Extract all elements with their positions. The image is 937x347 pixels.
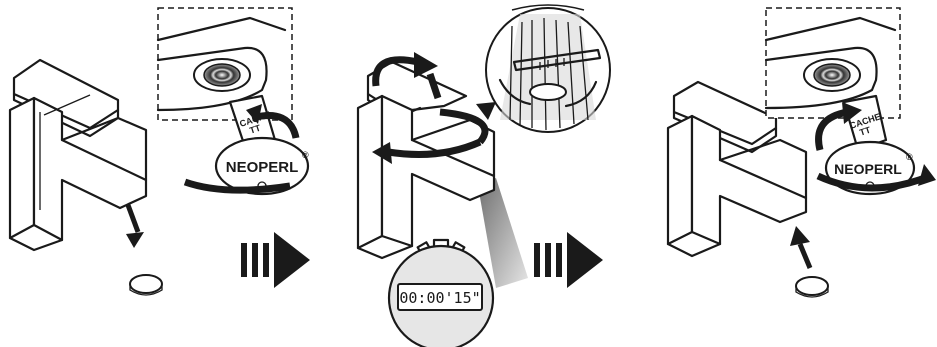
step-2-flush-and-clean: 00:00'15" xyxy=(356,4,611,347)
tt-label-3: TT xyxy=(858,125,872,138)
neoperl-text-1: NEOPERL xyxy=(226,159,299,176)
rotate-arrow-icon xyxy=(183,104,300,194)
neoperl-key-1: NEOPERL ® CACHE TT xyxy=(214,94,310,196)
progress-arrow-icon xyxy=(534,232,603,288)
rotate-arrow-icon xyxy=(372,52,496,164)
aerator-part-3 xyxy=(795,276,829,298)
toothbrush xyxy=(512,48,602,72)
rotate-arrow-icon xyxy=(815,102,936,192)
arrow-down-icon xyxy=(125,204,144,248)
step-3-reinstall-aerator: NEOPERL ® CACHE TT xyxy=(666,7,936,298)
water-spray xyxy=(478,178,528,288)
cleaning-inset xyxy=(485,4,611,133)
zoom-inset-3 xyxy=(764,7,901,119)
aerator-part-1 xyxy=(129,274,163,296)
timer-display: 00:00'15" xyxy=(399,289,480,307)
neoperl-text-3: NEOPERL xyxy=(834,161,902,177)
step-1-remove-aerator: NEOPERL ® CACHE TT xyxy=(8,7,310,296)
zoom-inset-1 xyxy=(156,7,293,121)
neoperl-key-3: NEOPERL ® CACHE TT xyxy=(824,94,916,196)
faucet-3 xyxy=(666,80,808,258)
arrow-up-icon xyxy=(790,226,813,269)
progress-arrow-icon xyxy=(241,232,310,288)
faucet-1 xyxy=(8,58,148,252)
stopwatch: 00:00'15" xyxy=(387,238,495,347)
registered-mark-3: ® xyxy=(906,152,913,162)
tt-label-1: TT xyxy=(248,123,262,136)
registered-mark-1: ® xyxy=(302,150,309,160)
faucet-2 xyxy=(356,60,496,260)
